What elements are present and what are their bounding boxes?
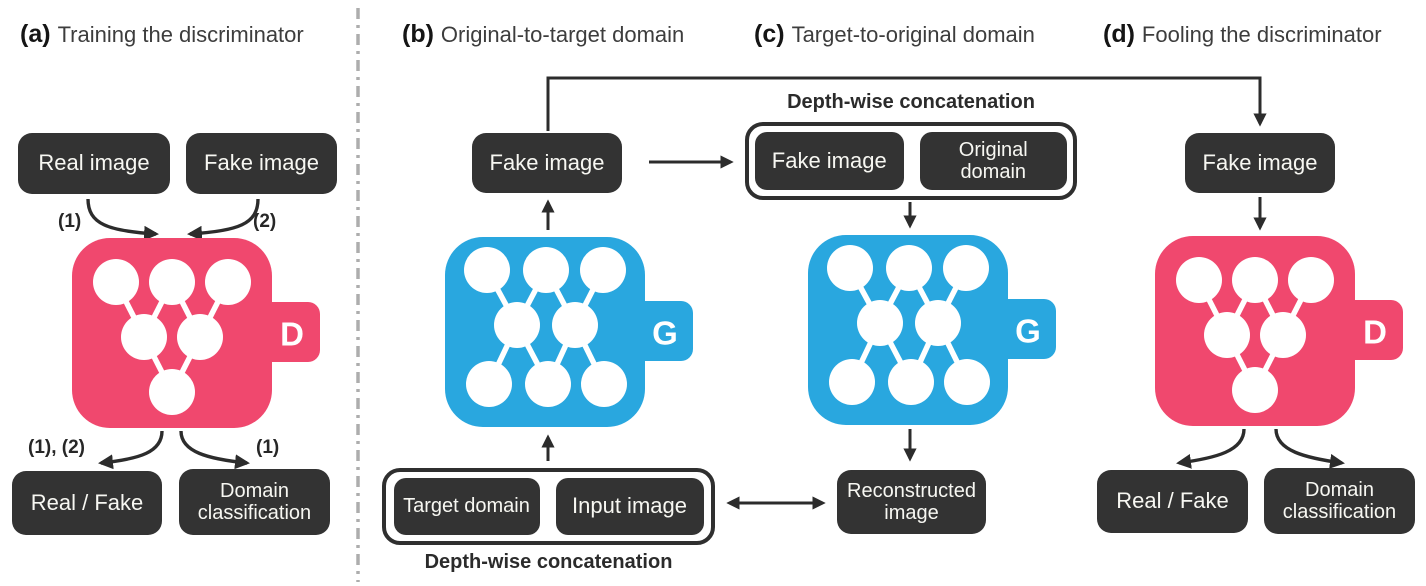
original-domain-box: Original domain xyxy=(919,132,1067,190)
arrow-real-image-to-d xyxy=(86,198,159,241)
panel-b-title-text: Original-to-target domain xyxy=(440,22,685,47)
network-letter-d-d: D xyxy=(1363,314,1387,351)
reconstructed-image-box: Reconstructed image xyxy=(837,470,986,534)
fake-image-box-d: Fake image xyxy=(1185,133,1335,193)
arrow-d-to-domain-classification xyxy=(179,430,250,470)
panel-b-title: (b)Original-to-target domain xyxy=(402,20,684,49)
generator-network-icon-b: G xyxy=(445,237,693,427)
network-letter-d-a: D xyxy=(280,316,304,353)
depthwise-concat-caption-c: Depth-wise concatenation xyxy=(787,91,1035,113)
panel-d-title-text: Fooling the discriminator xyxy=(1141,22,1382,47)
arrow-d-to-real-fake xyxy=(98,430,164,470)
arrow-d2-to-real-fake xyxy=(1176,428,1246,469)
depthwise-concat-caption-b: Depth-wise concatenation xyxy=(424,551,673,573)
panel-c-tag: (c) xyxy=(754,20,785,48)
panel-b-tag: (b) xyxy=(402,20,434,48)
panel-d-tag: (d) xyxy=(1103,20,1135,48)
arrow-fake-image-to-d xyxy=(187,198,260,241)
discriminator-network-icon: D xyxy=(72,238,320,428)
target-domain-box: Target domain xyxy=(393,478,540,535)
discriminator-network-icon-d: D xyxy=(1155,236,1403,426)
real-fake-box-d: Real / Fake xyxy=(1097,470,1248,533)
fake-image-box-b: Fake image xyxy=(472,133,622,193)
input-image-box: Input image xyxy=(555,478,704,535)
fake-image-box-c: Fake image xyxy=(755,132,904,190)
panel-c-title: (c)Target-to-original domain xyxy=(754,20,1035,49)
concat-container-c: Fake image Original domain xyxy=(745,122,1077,200)
panel-a-title: (a)Training the discriminator xyxy=(20,20,304,49)
panel-c-title-text: Target-to-original domain xyxy=(791,22,1035,47)
label-2-in: (2) xyxy=(253,211,277,232)
label-1-out: (1) xyxy=(256,437,280,458)
panel-a-title-text: Training the discriminator xyxy=(57,22,304,47)
concat-container-b: Target domain Input image xyxy=(382,468,715,545)
real-image-box-a: Real image xyxy=(18,133,170,194)
panel-d-title: (d)Fooling the discriminator xyxy=(1103,20,1382,49)
fake-image-box-a: Fake image xyxy=(186,133,337,194)
generator-network-icon-c: G xyxy=(808,235,1056,425)
label-1-in: (1) xyxy=(58,211,82,232)
network-letter-g-c: G xyxy=(1015,313,1041,350)
arrow-d2-to-domain-classification xyxy=(1274,428,1345,469)
domain-classification-box-d: Domain classification xyxy=(1264,468,1415,534)
label-1-2-out: (1), (2) xyxy=(28,437,85,458)
domain-classification-box-a: Domain classification xyxy=(179,469,330,535)
panel-a-tag: (a) xyxy=(20,20,51,48)
network-letter-g-b: G xyxy=(652,315,678,352)
real-fake-box-a: Real / Fake xyxy=(12,471,162,535)
